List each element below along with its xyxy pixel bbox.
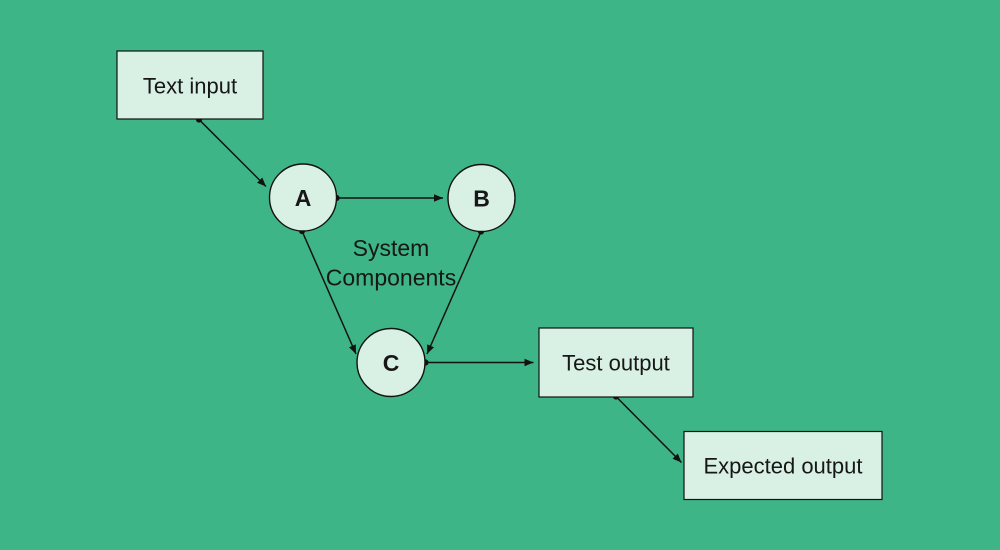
- edge-b-to-c: [426, 228, 485, 355]
- node-test-output: Test output: [538, 327, 694, 398]
- node-component-a-label: A: [295, 185, 312, 211]
- node-component-c-circle: [356, 327, 426, 398]
- annotation-line-1: System: [353, 235, 430, 261]
- edge-text-input-to-a: [195, 116, 267, 188]
- annotation-line-2: Components: [326, 265, 456, 291]
- node-text-input-box: [116, 50, 264, 120]
- annotation-system-components: System Components: [326, 235, 456, 291]
- node-component-b: B: [447, 163, 516, 233]
- node-component-b-circle: [447, 163, 516, 233]
- node-expected-output-box: [683, 430, 883, 501]
- node-component-b-label: B: [473, 186, 490, 212]
- node-component-c-label: C: [383, 350, 400, 376]
- node-component-a: A: [268, 163, 338, 232]
- node-text-input: Text input: [116, 50, 264, 120]
- node-component-c: C: [356, 327, 426, 398]
- edge-layer: [195, 116, 683, 464]
- node-expected-output-label: Expected output: [703, 454, 862, 479]
- node-component-a-circle: [268, 163, 338, 232]
- edge-test-output-to-expected-output: [612, 393, 683, 464]
- node-expected-output: Expected output: [683, 430, 883, 501]
- node-text-input-label: Text input: [143, 74, 237, 99]
- node-test-output-label: Test output: [562, 351, 670, 376]
- edge-a-to-c: [298, 227, 357, 355]
- node-test-output-box: [538, 327, 694, 398]
